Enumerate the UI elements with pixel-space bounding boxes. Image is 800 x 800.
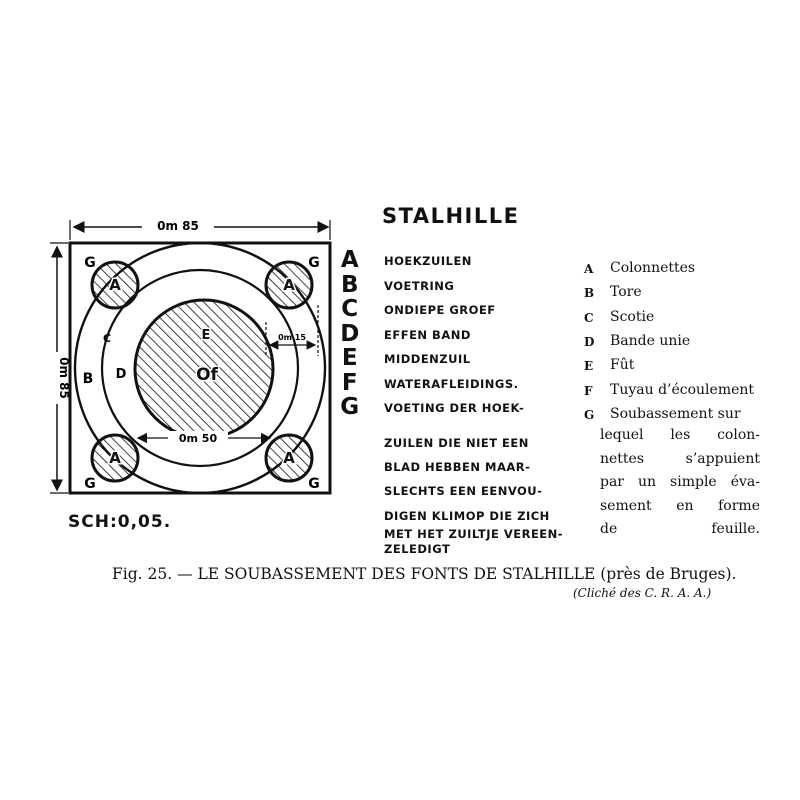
french-legend-text: Soubassement sur — [610, 405, 741, 422]
french-legend-line: de feuille. — [600, 521, 760, 537]
dutch-legend-text: ONDIEPE GROEF — [384, 303, 496, 317]
label-g: G — [84, 255, 96, 271]
dutch-legend-text: VOETRING — [384, 278, 455, 293]
french-legend-text: Bande unie — [610, 332, 691, 349]
scotia-ring — [100, 268, 300, 468]
dutch-legend-letter: G — [340, 394, 360, 420]
dim-label-inner: 0m 50 — [179, 432, 218, 445]
dim-label-side: 0m 85 — [57, 357, 71, 399]
french-legend-line: nettes s’appuient — [600, 450, 760, 467]
dutch-legend-line: SLECHTS EEN EENVOU- — [384, 484, 543, 498]
french-legend-text: Fût — [610, 357, 635, 374]
label-b: B — [83, 371, 94, 387]
french-legend-text: Colonnettes — [610, 260, 696, 276]
dutch-legend-text: EFFEN BAND — [384, 327, 471, 342]
scale-label: SCH:0,05. — [68, 512, 172, 532]
label-d: D — [116, 367, 127, 382]
dutch-legend-text: WATERAFLEIDINGS. — [384, 376, 519, 391]
french-legend-line: par un simple éva- — [600, 474, 760, 490]
colonnette-bottom-left — [90, 433, 140, 483]
dim-label-top: 0m 85 — [157, 219, 199, 233]
label-a: A — [283, 449, 295, 467]
colonnette-top-left — [90, 260, 140, 310]
french-legend-letter: C — [584, 310, 594, 325]
label-g: G — [84, 476, 96, 492]
dutch-legend-line: DIGEN KLIMOP DIE ZICH — [384, 509, 550, 523]
dutch-legend-letter: E — [341, 345, 359, 371]
french-legend-letter: F — [584, 383, 593, 398]
label-g: G — [308, 476, 320, 492]
photo-credit: (Cliché des C. R. A. A.) — [573, 586, 712, 600]
label-e: E — [202, 328, 211, 343]
colonnette-bottom-right — [264, 433, 314, 483]
dutch-legend-letter: B — [340, 271, 360, 298]
torus-ring — [73, 241, 327, 495]
dutch-legend-line: BLAD HEBBEN MAAR- — [384, 460, 531, 474]
french-legend-letter: E — [584, 359, 594, 374]
french-legend-letter: G — [584, 407, 595, 422]
dutch-legend-letter: C — [341, 296, 359, 322]
french-legend-letter: A — [584, 262, 594, 276]
dutch-legend-line: ZUILEN DIE NIET EEN — [384, 436, 529, 450]
dutch-legend-line: ZELEDIGT — [384, 542, 451, 556]
french-legend-letter: D — [584, 334, 595, 349]
dutch-legend-letter: D — [340, 320, 360, 347]
french-legend-text: Tore — [610, 284, 642, 301]
dim-label-small: 0m 15 — [278, 333, 306, 342]
dutch-legend-text: MIDDENZUIL — [384, 352, 471, 366]
label-g: G — [308, 255, 320, 271]
dutch-legend-line: MET HET ZUILTJE VEREEN- — [384, 527, 564, 541]
french-legend-letter: B — [584, 286, 595, 301]
label-a: A — [283, 276, 295, 294]
label-a: A — [109, 276, 121, 294]
figure-caption: Fig. 25. — LE SOUBASSEMENT DES FONTS DE … — [112, 565, 737, 583]
french-legend-text: Scotie — [610, 308, 655, 325]
french-legend-line: lequel les colon- — [600, 427, 760, 443]
dutch-legend-text: VOETING DER HOEK- — [384, 401, 525, 415]
french-legend-line: sement en forme — [600, 497, 760, 514]
plan-title: STALHILLE — [382, 204, 520, 228]
dutch-legend-letter: A — [340, 247, 360, 273]
french-legend-text: Tuyau d’écoulement — [610, 381, 755, 398]
dutch-legend-text: HOEKZUILEN — [384, 254, 472, 268]
label-c: C — [103, 332, 111, 345]
colonnette-top-right — [264, 260, 314, 310]
dutch-legend-letter: F — [341, 369, 359, 396]
label-drain: Of — [196, 365, 218, 385]
label-a: A — [109, 449, 121, 467]
